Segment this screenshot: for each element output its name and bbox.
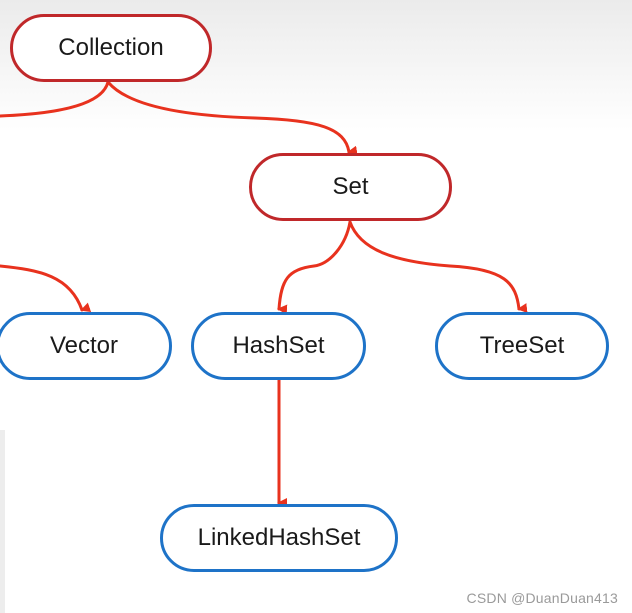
watermark-text: CSDN @DuanDuan413 [466, 590, 618, 606]
node-hashset: HashSet [191, 312, 366, 380]
edge-collection-to-set [106, 80, 358, 156]
node-collection: Collection [10, 14, 212, 82]
edge-set-to-treeset [348, 220, 528, 314]
left-edge-strip [0, 430, 5, 613]
node-treeset: TreeSet [435, 312, 609, 380]
node-collection-label: Collection [58, 34, 164, 61]
edge-left-to-vector [0, 264, 92, 313]
node-linkedhashset-label: LinkedHashSet [197, 524, 361, 551]
edge-collection-to-left [0, 80, 110, 118]
node-set-label: Set [332, 173, 369, 200]
node-vector-label: Vector [49, 332, 119, 359]
node-treeset-label: TreeSet [479, 332, 565, 359]
edge-set-to-hashset [277, 220, 352, 315]
node-set: Set [249, 153, 452, 221]
node-linkedhashset: LinkedHashSet [160, 504, 398, 572]
node-hashset-label: HashSet [232, 332, 325, 359]
node-vector: Vector [0, 312, 172, 380]
